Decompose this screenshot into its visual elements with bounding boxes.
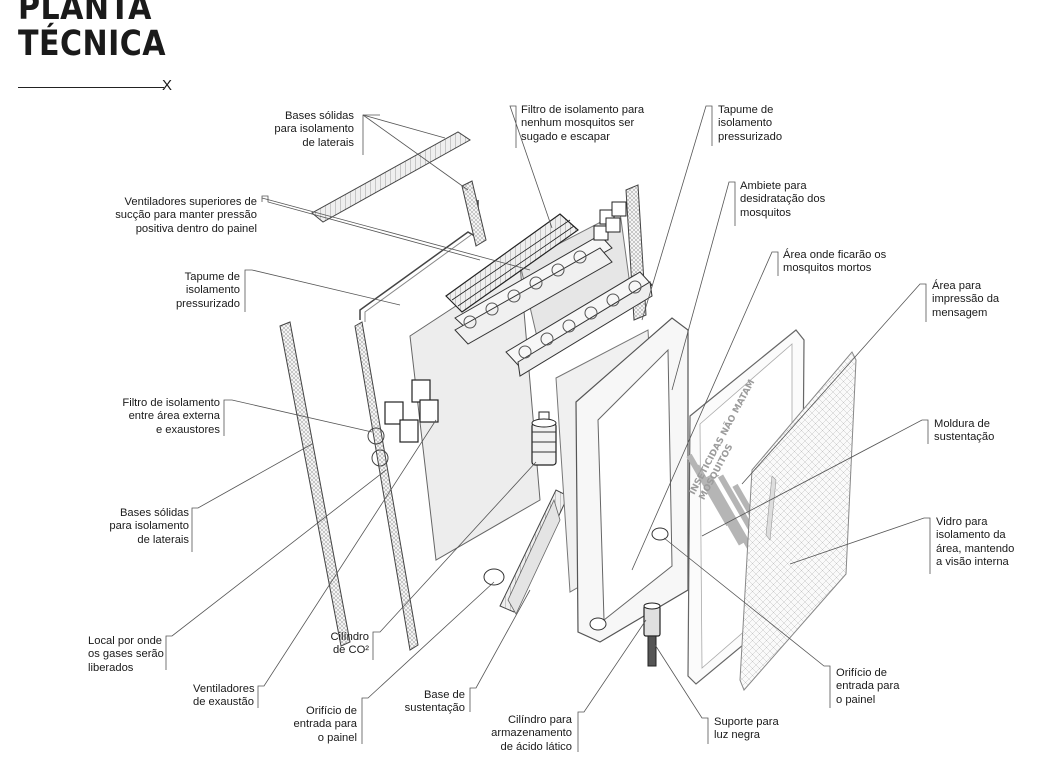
right-mesh-post xyxy=(461,180,487,247)
page-title: PLANTA TÉCNICA xyxy=(18,0,166,62)
label-area-impressao: Área para impressão da mensagem xyxy=(932,280,1000,319)
top-solid-base xyxy=(311,131,471,223)
label-tapume-right: Tapume de isolamento pressurizado xyxy=(718,104,783,143)
label-moldura: Moldura de sustentação xyxy=(934,418,995,444)
label-orificio-left: Orifício de entrada para o painel xyxy=(293,705,357,744)
label-area-mortos: Área onde ficarão os mosquitos mortos xyxy=(783,249,887,275)
label-ventiladores-superiores: Ventiladores superiores de sucção para m… xyxy=(115,196,257,235)
label-local-gases: Local por onde os gases serão liberados xyxy=(88,635,164,674)
label-orificio-right: Orifício de entrada para o painel xyxy=(836,667,900,706)
label-cilindro-co2: Cilíndro de CO² xyxy=(330,631,369,657)
lactic-acid-cylinder xyxy=(643,602,661,667)
top-fan-grid xyxy=(454,234,653,377)
title-line-1: PLANTA xyxy=(18,0,152,28)
label-bases-solidas-top: Bases sólidas para isolamento de laterai… xyxy=(274,110,354,149)
label-tapume-left: Tapume de isolamento pressurizado xyxy=(175,271,240,310)
label-base-sustentacao: Base de sustentação xyxy=(404,689,465,715)
right-top-fans xyxy=(593,201,627,241)
label-suporte-luz: Suporte para luz negra xyxy=(714,716,779,742)
label-ambiente-desidratacao: Ambiete para desidratação dos mosquitos xyxy=(740,180,826,219)
label-cilindro-acido: Cilíndro para armazenamento de ácido lát… xyxy=(491,714,572,753)
label-ventiladores-exaustao: Ventiladores de exaustão xyxy=(193,683,255,709)
leader-lines xyxy=(165,105,931,752)
entry-hole-left xyxy=(483,568,505,586)
co2-cylinder xyxy=(531,411,557,466)
label-filtro-externo: Filtro de isolamento entre área externa … xyxy=(122,397,220,436)
label-vidro: Vidro para isolamento da área, mantendo … xyxy=(936,516,1015,568)
label-filtro-mosquitos: Filtro de isolamento para nenhum mosquit… xyxy=(521,104,645,143)
left-side-base xyxy=(279,321,351,647)
mosquito-filter xyxy=(445,213,579,313)
title-divider xyxy=(18,87,164,88)
close-icon[interactable]: X xyxy=(162,77,173,94)
title-line-2: TÉCNICA xyxy=(18,24,166,64)
glass-sheet xyxy=(739,351,857,691)
label-bases-solidas-left: Bases sólidas para isolamento de laterai… xyxy=(109,507,189,546)
exhaust-fans xyxy=(384,379,439,443)
front-frame-strip xyxy=(354,321,419,651)
top-fan-circles xyxy=(463,250,642,359)
